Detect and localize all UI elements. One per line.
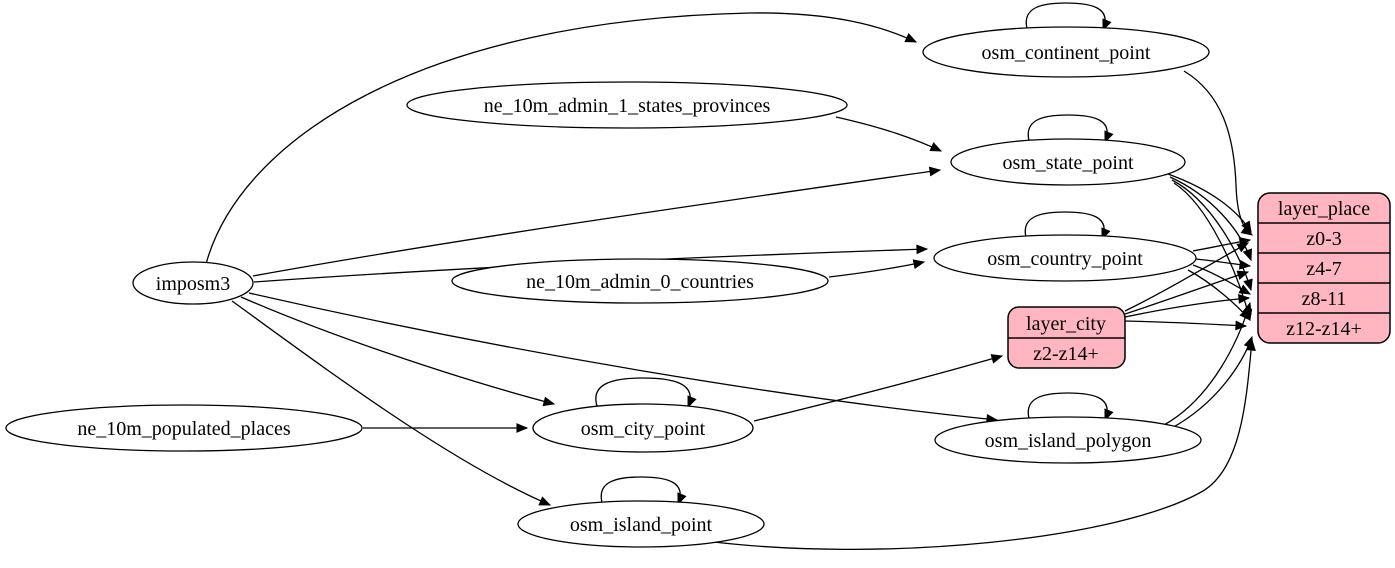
osm-island-polygon-label: osm_island_polygon [985, 430, 1152, 452]
edge-layer-city-to-layer-place-z0-3 [1124, 242, 1250, 312]
edge-layer-city-to-layer-place-z12-z14 [1124, 320, 1248, 331]
node-osm-island-polygon: osm_island_polygon [934, 416, 1202, 464]
self-loop-osm-country-point [1024, 211, 1111, 242]
node-ne-10m-admin-0-countries: ne_10m_admin_0_countries [451, 258, 829, 304]
edge-layer-city-to-layer-place-z4-7 [1124, 270, 1250, 315]
edge-osm-country-point-to-layer-place-z0-3 [1192, 236, 1252, 252]
node-osm-city-point: osm_city_point [532, 403, 754, 453]
edge-ne-10m-admin-1-to-osm-state-point [835, 116, 943, 152]
osm-island-point-label: osm_island_point [570, 514, 713, 536]
edges-group [205, 2, 1256, 551]
layer-place-box [1257, 192, 1391, 344]
osm-city-point-label: osm_city_point [581, 418, 706, 440]
edge-osm-country-point-to-layer-place-z8-11 [1192, 264, 1252, 295]
edge-osm-island-polygon-to-layer-place-z8-11 [1163, 301, 1252, 426]
ne-10m-admin-0-label: ne_10m_admin_0_countries [526, 271, 754, 293]
ne-10m-admin-1-label: ne_10m_admin_1_states_provinces [484, 95, 771, 117]
layer-city-row-z2-z14: z2-z14+ [1033, 343, 1099, 365]
osm-island-point-ellipse [517, 500, 765, 548]
node-layer-city: layer_city z2-z14+ [1007, 306, 1126, 369]
self-loop-osm-continent-point [1025, 2, 1112, 33]
osm-country-point-ellipse [933, 234, 1197, 282]
edge-osm-city-point-to-layer-city-z2-z14 [753, 354, 1004, 422]
layer-place-row-z8-11: z8-11 [1302, 288, 1347, 310]
imposm3-label: imposm3 [156, 273, 230, 295]
self-loop-osm-city-point [595, 377, 697, 410]
layer-place-row-z4-7: z4-7 [1306, 258, 1342, 280]
layer-place-row-z0-3: z0-3 [1306, 228, 1342, 250]
node-imposm3: imposm3 [132, 261, 254, 305]
osm-state-point-ellipse [950, 138, 1186, 186]
osm-continent-point-label: osm_continent_point [982, 42, 1151, 64]
edge-imposm3-to-osm-island-point [231, 300, 552, 506]
edge-osm-country-point-to-layer-place-z4-7 [1195, 258, 1252, 270]
node-osm-country-point: osm_country_point [933, 234, 1197, 282]
ne-10m-populated-places-ellipse [5, 404, 363, 452]
self-loop-osm-state-point [1027, 114, 1114, 145]
osm-city-point-ellipse [532, 403, 754, 453]
osm-continent-point-ellipse [922, 26, 1210, 78]
osm-state-point-label: osm_state_point [1002, 152, 1134, 174]
imposm3-ellipse [132, 261, 254, 305]
edge-osm-state-point-to-layer-place-z0-3 [1167, 173, 1252, 233]
edge-imposm3-to-osm-state-point [252, 166, 942, 277]
node-osm-continent-point: osm_continent_point [922, 26, 1210, 78]
edge-imposm3-to-osm-continent-point [205, 12, 918, 265]
edge-osm-country-point-to-layer-place-z12-z14 [1187, 269, 1251, 321]
node-layer-place: layer_place z0-3 z4-7 z8-11 z12-z14+ [1257, 192, 1391, 344]
ne-10m-admin-1-ellipse [406, 81, 848, 129]
self-loop-osm-island-polygon [1027, 392, 1114, 423]
edge-osm-island-point-to-layer-place-z12-z14 [705, 338, 1256, 551]
node-osm-island-point: osm_island_point [517, 500, 765, 548]
node-ne-10m-populated-places: ne_10m_populated_places [5, 404, 363, 452]
ne-10m-admin-0-ellipse [451, 258, 829, 304]
osm-island-polygon-ellipse [934, 416, 1202, 464]
edge-layer-city-to-layer-place-z8-11 [1124, 294, 1251, 318]
edge-ne-10m-admin-0-to-osm-country-point [828, 259, 926, 278]
edge-imposm3-to-osm-island-polygon [248, 292, 999, 424]
layer-city-title: layer_city [1026, 313, 1106, 335]
osm-country-point-label: osm_country_point [987, 248, 1143, 270]
edge-imposm3-to-osm-city-point [240, 296, 556, 407]
node-ne-10m-admin-1-states-provinces: ne_10m_admin_1_states_provinces [406, 81, 848, 129]
self-loop-osm-island-point [600, 476, 687, 507]
layer-place-title: layer_place [1278, 198, 1370, 220]
node-osm-state-point: osm_state_point [950, 138, 1186, 186]
layer-place-row-z12-z14: z12-z14+ [1286, 318, 1362, 340]
ne-10m-populated-places-label: ne_10m_populated_places [77, 418, 290, 440]
